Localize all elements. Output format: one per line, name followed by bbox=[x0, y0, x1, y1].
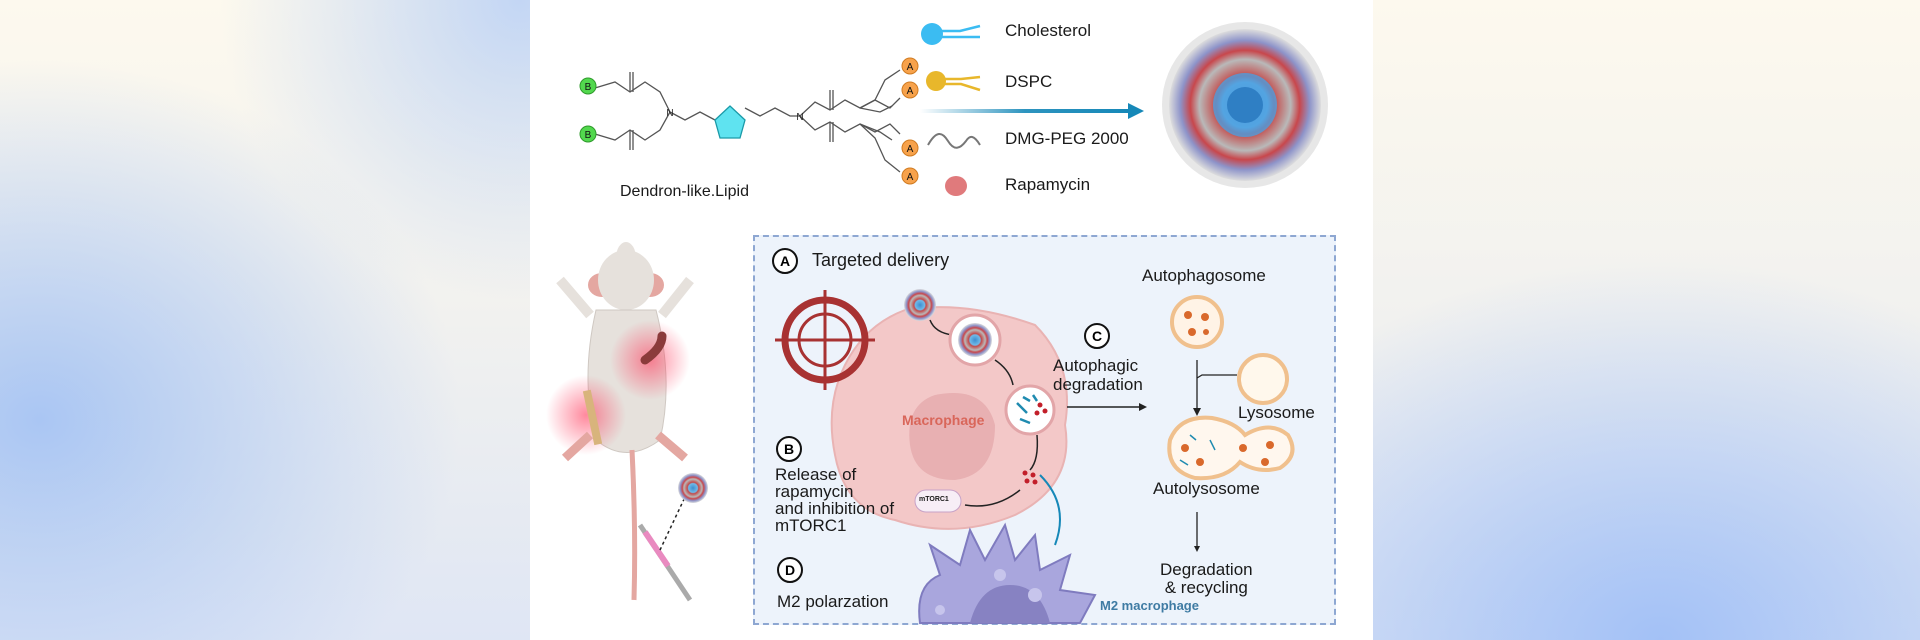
degradation-line-2: & recycling bbox=[1164, 578, 1248, 597]
figure-panel: B B N N A A A A Dendron-like.Lipid Chole… bbox=[530, 0, 1373, 640]
badge-a: A bbox=[772, 248, 798, 274]
dspc-icon bbox=[926, 71, 981, 92]
arrow-to-autophagy bbox=[1067, 403, 1147, 411]
molecule-caption: Dendron-like.Lipid bbox=[620, 183, 749, 200]
group-a-4: A bbox=[907, 172, 914, 183]
step-b-text: Release of rapamycin and inhibition of m… bbox=[775, 466, 894, 534]
group-a-3: A bbox=[907, 144, 914, 155]
group-b-2: B bbox=[585, 130, 592, 141]
badge-c: C bbox=[1084, 323, 1110, 349]
group-a-2: A bbox=[907, 86, 914, 97]
legend-dspc: DSPC bbox=[1005, 72, 1053, 91]
badge-b: B bbox=[776, 436, 802, 462]
degradation-label: Degradation & recycling bbox=[1160, 561, 1253, 597]
autophagy-pathway bbox=[1167, 295, 1295, 552]
formulation-arrow bbox=[920, 103, 1144, 119]
legend-cholesterol: Cholesterol bbox=[1005, 21, 1091, 40]
legend-rapamycin: Rapamycin bbox=[1005, 175, 1091, 194]
triazole-ring bbox=[714, 105, 746, 139]
group-a-1: A bbox=[907, 62, 914, 73]
dmg-peg-wave-icon bbox=[927, 133, 981, 149]
cholesterol-icon bbox=[921, 23, 981, 45]
group-b-1: B bbox=[585, 82, 592, 93]
lipid-nanoparticle-image bbox=[1162, 22, 1328, 188]
m2-macrophage-label: M2 macrophage bbox=[1100, 598, 1199, 613]
legend-dmg-peg: DMG-PEG 2000 bbox=[1005, 129, 1129, 148]
step-a-label: Targeted delivery bbox=[812, 250, 950, 270]
step-c-text: Autophagic degradation bbox=[1053, 356, 1143, 394]
atom-n-center: N bbox=[796, 112, 803, 123]
step-b-line-1: Release of bbox=[775, 465, 857, 484]
badge-d: D bbox=[777, 557, 803, 583]
dendron-lipid-structure: B B N N A A A A bbox=[579, 57, 919, 185]
m2-macrophage-illustration bbox=[918, 522, 1097, 624]
atom-n-left: N bbox=[666, 108, 673, 119]
step-d-label: M2 polarzation bbox=[777, 592, 889, 611]
degradation-line-1: Degradation bbox=[1160, 560, 1253, 579]
step-c-line-2: degradation bbox=[1053, 375, 1143, 394]
step-b-line-3: and inhibition of bbox=[775, 499, 895, 518]
autophagosome-label: Autophagosome bbox=[1142, 266, 1266, 285]
macrophage-label: Macrophage bbox=[902, 412, 985, 428]
step-b-line-4: mTORC1 bbox=[775, 516, 847, 535]
macrophage-illustration bbox=[775, 289, 1068, 546]
step-b-line-2: rapamycin bbox=[775, 482, 854, 501]
mtorc1-label: mTORC1 bbox=[919, 496, 949, 503]
mouse-illustration bbox=[546, 242, 708, 602]
lysosome-label: Lysosome bbox=[1238, 403, 1315, 422]
autolysosome-label: Autolysosome bbox=[1153, 479, 1260, 498]
rapamycin-dot-icon bbox=[945, 176, 967, 196]
step-c-line-1: Autophagic bbox=[1053, 356, 1139, 375]
